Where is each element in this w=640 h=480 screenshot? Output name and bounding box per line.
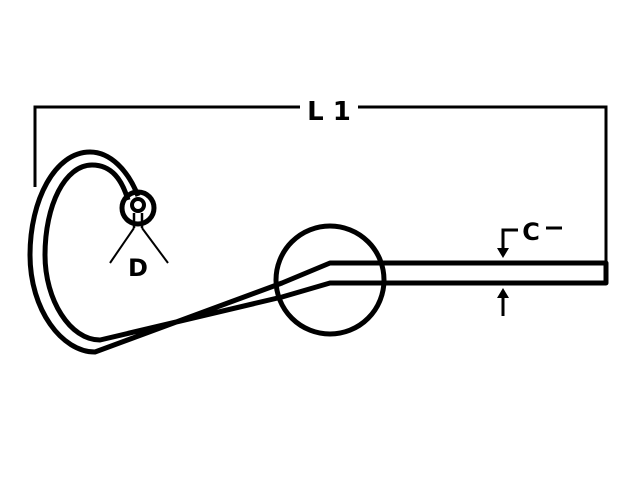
eye-loop bbox=[109, 189, 169, 264]
label-l1: L 1 bbox=[307, 97, 351, 127]
label-c: C bbox=[522, 218, 540, 246]
wire-diameter-dimension bbox=[497, 226, 562, 316]
length-dimension-bracket bbox=[33, 105, 608, 262]
wire-body bbox=[27, 149, 609, 355]
stop-circle bbox=[273, 223, 387, 337]
label-d: D bbox=[128, 254, 148, 282]
